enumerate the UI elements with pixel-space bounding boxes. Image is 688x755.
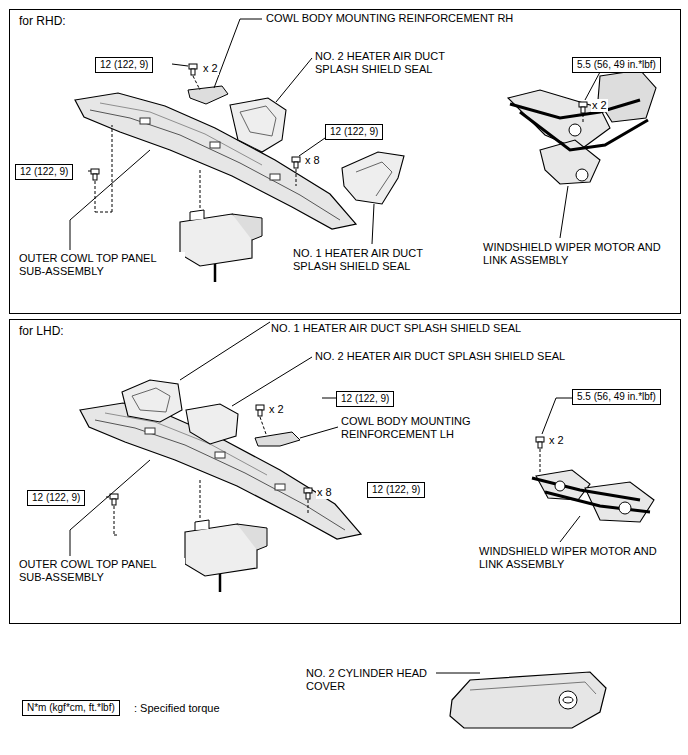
part-name: NO. 1 HEATER AIR DUCT SPLASH SHIELD SEAL (292, 247, 449, 273)
quantity-mark: x 8 (316, 486, 333, 499)
part-name: OUTER COWL TOP PANEL SUB-ASSEMBLY (18, 252, 185, 278)
quantity-mark: x 2 (548, 434, 565, 447)
legend-text: : Specified torque (134, 702, 220, 714)
quantity-mark: x 2 (202, 62, 219, 75)
torque-box: 12 (122, 9) (336, 391, 394, 407)
part-name: COWL BODY MOUNTING REINFORCEMENT RH (265, 12, 514, 25)
torque-box: 12 (122, 9) (325, 124, 383, 140)
torque-value: 12 (122, 9) (32, 492, 80, 503)
torque-value: 12 (122, 9) (372, 484, 420, 495)
part-name: NO. 1 HEATER AIR DUCT SPLASH SHIELD SEAL (270, 322, 522, 335)
part-name: WINDSHIELD WIPER MOTOR AND LINK ASSEMBLY (478, 545, 665, 571)
panel-heading: for RHD: (19, 14, 66, 28)
torque-box: N*m (kgf*cm, ft.*lbf) (22, 700, 120, 716)
quantity-mark: x 2 (591, 99, 608, 112)
part-name: NO. 2 HEATER AIR DUCT SPLASH SHIELD SEAL (314, 50, 466, 76)
torque-value: 5.5 (56, 49 in.*lbf) (577, 391, 656, 402)
part-name: NO. 2 CYLINDER HEAD COVER (305, 667, 432, 693)
part-name: NO. 2 HEATER AIR DUCT SPLASH SHIELD SEAL (314, 350, 566, 363)
torque-box: 5.5 (56, 49 in.*lbf) (572, 389, 661, 405)
torque-value: 12 (122, 9) (330, 126, 378, 137)
quantity-mark: x 8 (304, 154, 321, 167)
torque-value: N*m (kgf*cm, ft.*lbf) (27, 702, 115, 713)
torque-box: 12 (122, 9) (95, 57, 153, 73)
part-name: OUTER COWL TOP PANEL SUB-ASSEMBLY (18, 558, 185, 584)
torque-value: 12 (122, 9) (20, 166, 68, 177)
torque-box: 12 (122, 9) (367, 482, 425, 498)
quantity-mark: x 2 (268, 403, 285, 416)
torque-value: 12 (122, 9) (100, 59, 148, 70)
torque-box: 12 (122, 9) (15, 164, 73, 180)
part-name: WINDSHIELD WIPER MOTOR AND LINK ASSEMBLY (482, 241, 669, 267)
torque-box: 5.5 (56, 49 in.*lbf) (572, 57, 661, 73)
torque-value: 12 (122, 9) (341, 393, 389, 404)
part-name: COWL BODY MOUNTING REINFORCEMENT LH (340, 415, 492, 441)
panel-heading: for LHD: (19, 324, 64, 338)
torque-value: 5.5 (56, 49 in.*lbf) (577, 59, 656, 70)
torque-box: 12 (122, 9) (27, 490, 85, 506)
